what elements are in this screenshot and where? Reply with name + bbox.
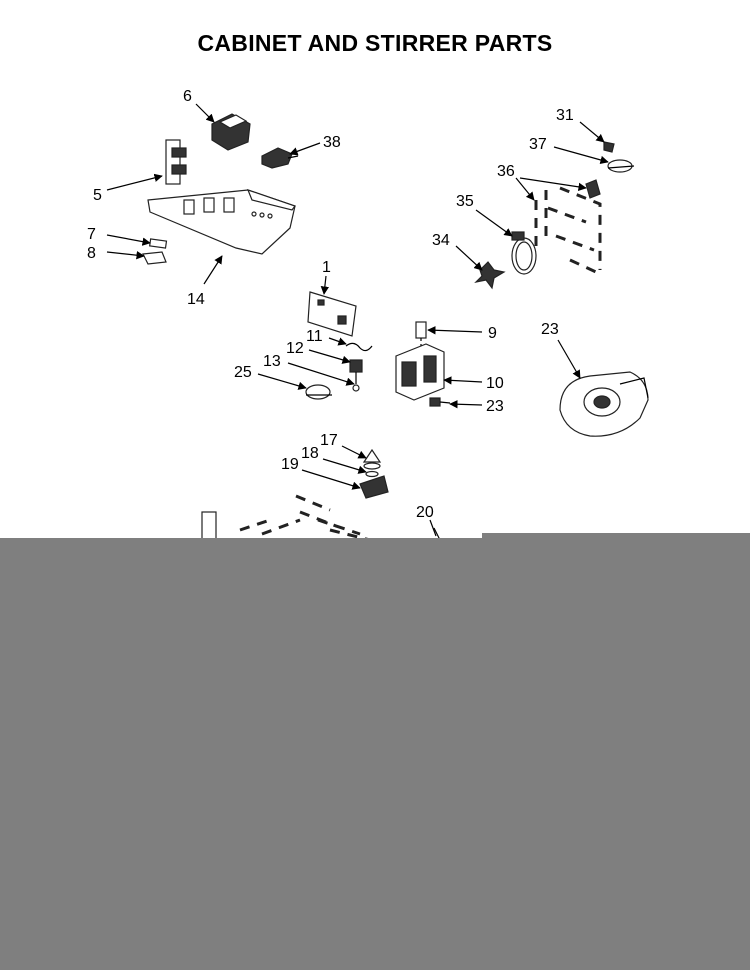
part-14-latch-board[interactable] — [147, 189, 296, 255]
callout-17: 17 — [320, 432, 338, 449]
redaction-block-top — [482, 533, 750, 539]
part-7-fuse[interactable] — [148, 238, 168, 249]
part-8-holder[interactable] — [142, 251, 167, 265]
part-34-stirrer[interactable] — [474, 261, 506, 290]
callout-20: 20 — [416, 504, 434, 521]
page-title: CABINET AND STIRRER PARTS — [197, 30, 553, 56]
part-9-diode[interactable] — [415, 321, 427, 350]
part-36-bracket[interactable] — [585, 179, 601, 199]
callout-9: 9 — [488, 325, 497, 342]
callout-7: 7 — [87, 226, 96, 243]
part-5-switch-bracket[interactable] — [165, 139, 187, 185]
callout-1: 1 — [322, 259, 331, 276]
part-1-control-board[interactable] — [307, 291, 357, 337]
callout-36: 36 — [497, 163, 515, 180]
callout-34: 34 — [432, 232, 450, 249]
callout-38: 38 — [323, 134, 341, 151]
part-6-relay[interactable] — [211, 113, 251, 151]
callout-12: 12 — [286, 340, 304, 357]
callout-33: 31 — [556, 107, 574, 124]
callout-10: 10 — [486, 375, 504, 392]
callout-14: 14 — [187, 291, 205, 308]
part-23-blower[interactable] — [559, 371, 649, 437]
callout-23: 23 — [541, 321, 559, 338]
part-25-screw[interactable] — [429, 397, 451, 407]
callout-37: 37 — [529, 136, 547, 153]
part-20-base[interactable] — [201, 494, 441, 543]
callout-6: 6 — [183, 88, 192, 105]
callout-31: 25 — [234, 364, 252, 381]
part-12-sensor[interactable] — [349, 359, 363, 392]
part-17-foot[interactable] — [362, 448, 382, 470]
callout-19: 19 — [281, 456, 299, 473]
part-38-connector[interactable] — [261, 147, 299, 169]
part-33-clip[interactable] — [603, 141, 615, 153]
callout-8: 8 — [87, 245, 96, 262]
part-10-transformer[interactable] — [395, 343, 445, 401]
part-35-heater-coil[interactable] — [511, 231, 537, 275]
callout-labels: 6 38 5 7 8 14 1 11 12 13 25 9 10 23 23 3… — [87, 88, 574, 521]
part-11-wire[interactable] — [345, 342, 373, 352]
callout-13: 13 — [263, 353, 281, 370]
callout-18: 18 — [301, 445, 319, 462]
redaction-block — [0, 538, 750, 970]
part-18-washer[interactable] — [365, 470, 379, 478]
waveguide-frame — [534, 186, 602, 274]
leader-lines — [106, 103, 609, 537]
callout-35: 35 — [456, 193, 474, 210]
callout-11: 11 — [306, 328, 323, 345]
part-31-thermostat[interactable] — [305, 384, 332, 400]
callout-5: 5 — [93, 187, 102, 204]
callout-25: 23 — [486, 398, 504, 415]
part-37-thermal-cutoff[interactable] — [607, 159, 635, 173]
part-19-bracket[interactable] — [359, 475, 389, 499]
